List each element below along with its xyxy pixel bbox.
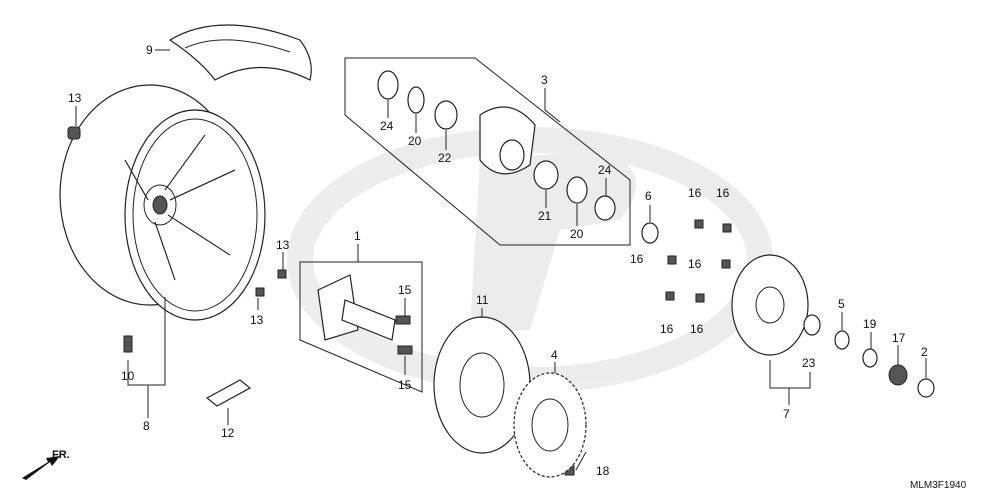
callout-11: 11 bbox=[476, 293, 489, 307]
callout-16-e: 16 bbox=[660, 322, 674, 336]
direction-label: FR. bbox=[52, 449, 70, 461]
callout-16-c: 16 bbox=[630, 252, 644, 266]
callout-6: 6 bbox=[645, 189, 652, 203]
callout-4: 4 bbox=[551, 348, 558, 362]
callout-13-lower: 13 bbox=[250, 313, 264, 327]
callout-15-upper: 15 bbox=[398, 283, 412, 297]
callout-21: 21 bbox=[538, 209, 552, 223]
callout-17: 17 bbox=[892, 331, 906, 345]
callout-12: 12 bbox=[221, 426, 235, 440]
callout-13-upper: 13 bbox=[276, 238, 290, 252]
sprocket-flange bbox=[641, 222, 935, 398]
valve-cap bbox=[67, 126, 81, 140]
callout-9: 9 bbox=[146, 43, 153, 57]
callout-20-left: 20 bbox=[408, 134, 422, 148]
flange-bolts bbox=[665, 219, 732, 303]
callout-18: 18 bbox=[596, 464, 610, 478]
wheel-rim bbox=[59, 84, 266, 321]
callout-16-a: 16 bbox=[688, 186, 702, 200]
callout-23: 23 bbox=[802, 356, 816, 370]
driven-sprocket bbox=[513, 372, 587, 478]
callout-24-left: 24 bbox=[380, 119, 394, 133]
callout-1: 1 bbox=[354, 229, 361, 243]
balance-weight bbox=[205, 379, 252, 407]
hub-stud-assembly bbox=[299, 261, 423, 393]
callout-14: 13 bbox=[68, 91, 82, 105]
leader-lines bbox=[75, 49, 927, 471]
callout-3: 3 bbox=[541, 73, 548, 87]
callout-2: 2 bbox=[921, 345, 928, 359]
callout-16-f: 16 bbox=[690, 322, 704, 336]
hub-components bbox=[344, 57, 631, 246]
callout-5: 5 bbox=[838, 297, 845, 311]
callout-24-right: 24 bbox=[598, 163, 612, 177]
callout-22: 22 bbox=[438, 151, 452, 165]
tire bbox=[168, 24, 312, 81]
callout-16-b: 16 bbox=[716, 186, 730, 200]
callout-10: 10 bbox=[121, 369, 135, 383]
diagram-code: MLM3F1940 bbox=[910, 480, 967, 491]
callout-7: 7 bbox=[783, 407, 790, 421]
callout-16-d: 16 bbox=[688, 257, 702, 271]
callout-20-right: 20 bbox=[570, 227, 584, 241]
callout-8: 8 bbox=[143, 419, 150, 433]
flange-bolt-13a bbox=[277, 269, 287, 279]
air-valve bbox=[123, 335, 133, 353]
front-direction-arrow: FR. bbox=[22, 449, 70, 480]
flange-bolt-13b bbox=[255, 287, 265, 297]
callout-15-lower: 15 bbox=[398, 378, 412, 392]
callout-19: 19 bbox=[863, 317, 877, 331]
